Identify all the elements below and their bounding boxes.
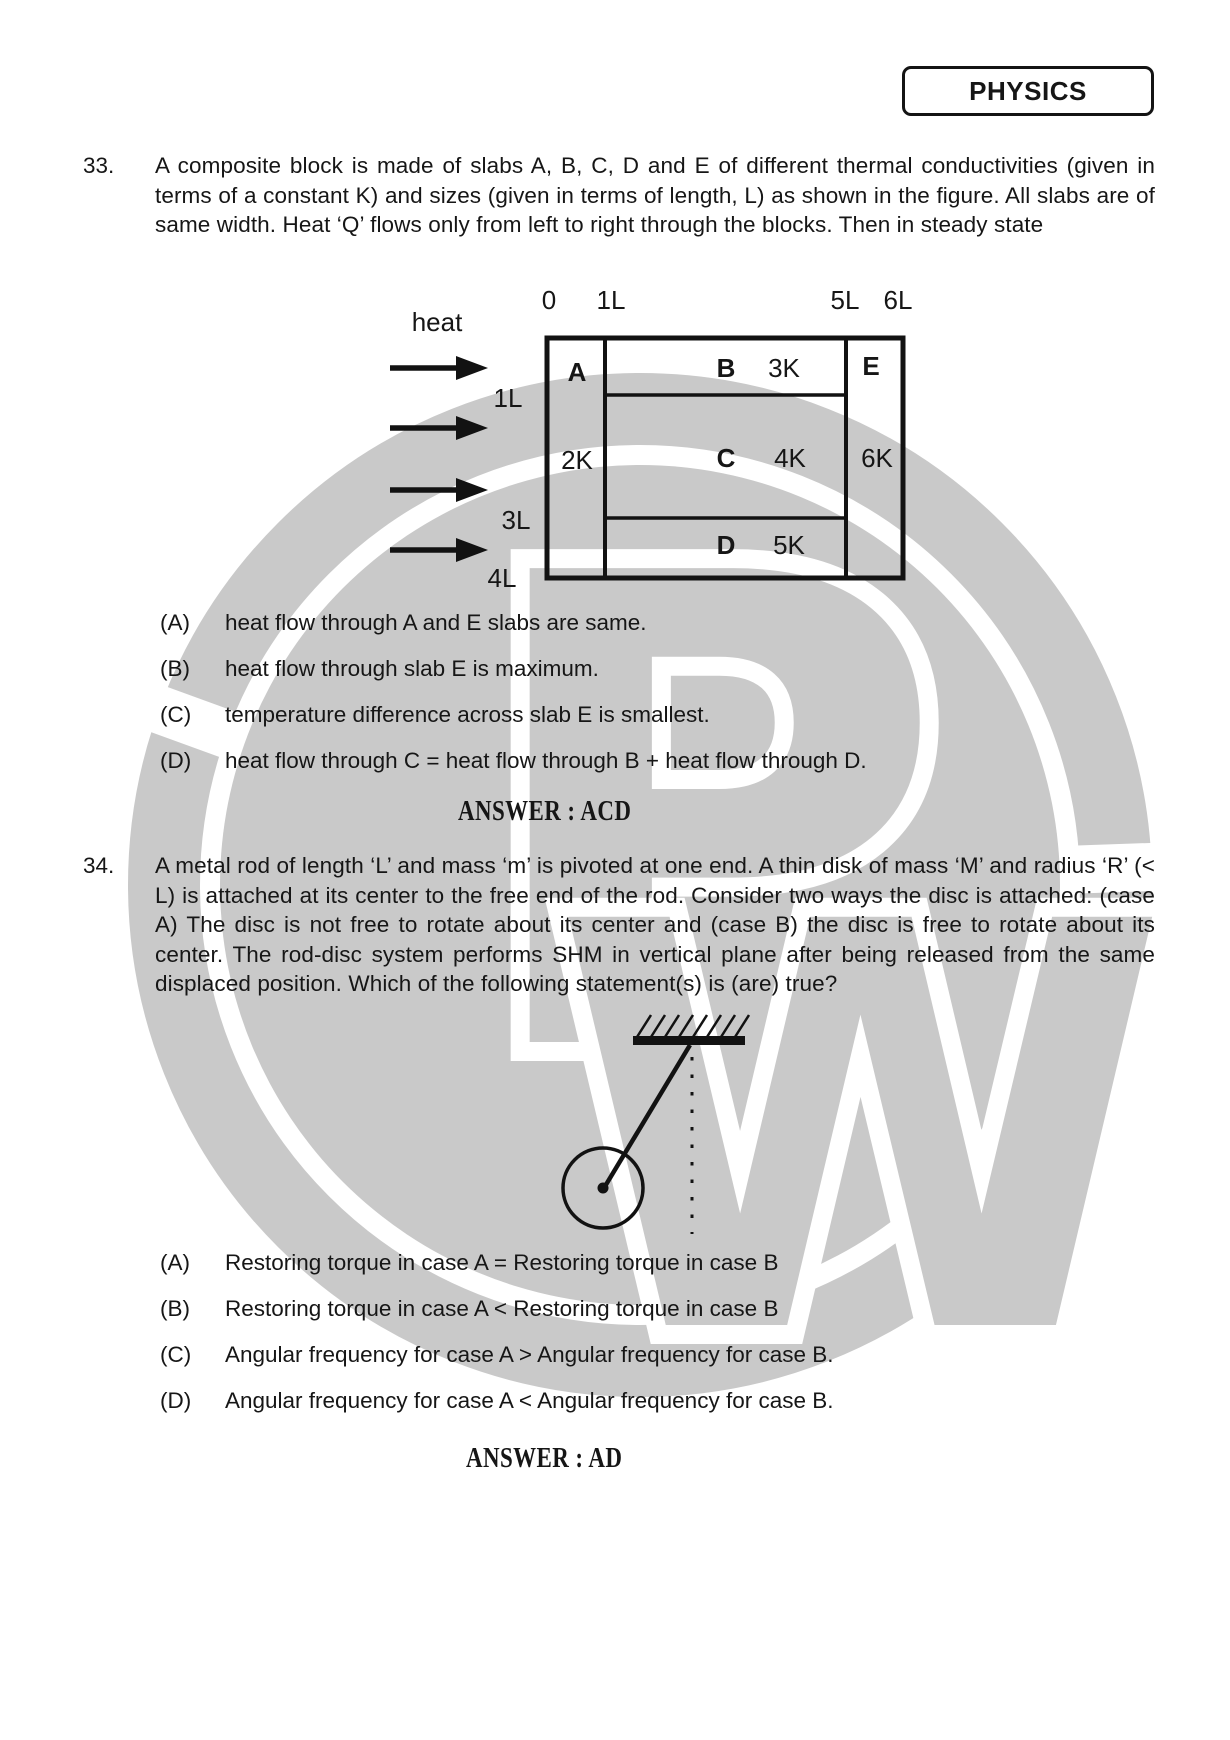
option-text: heat flow through slab E is maximum.	[225, 656, 599, 681]
subject-title: PHYSICS	[969, 75, 1087, 106]
slab-d-conductivity: 5K	[773, 530, 805, 560]
q34-option-a: (A) Restoring torque in case A = Restorin…	[160, 1248, 778, 1278]
disc-center-dot	[597, 1182, 609, 1194]
slab-e-label: E	[862, 351, 880, 381]
q34-option-d: (D) Angular frequency for case A < Angula…	[160, 1386, 834, 1416]
q34-option-b: (B) Restoring torque in case A < Restorin…	[160, 1294, 778, 1324]
rod-disc-figure	[561, 1014, 751, 1234]
q33-text: A composite block is made of slabs A, B,…	[155, 153, 1155, 237]
option-label: (D)	[160, 1388, 192, 1413]
option-text: Restoring torque in case A = Restoring t…	[225, 1250, 779, 1275]
axis-label-5l: 5L	[830, 285, 860, 315]
slab-c-label: C	[716, 443, 736, 473]
subject-header-box: PHYSICS	[902, 66, 1154, 116]
option-label: (A)	[160, 1250, 190, 1275]
q33-option-a: (A) heat flow through A and E slabs are s…	[160, 608, 647, 638]
slab-c-conductivity: 4K	[774, 443, 806, 473]
axis-label-left-4l: 4L	[487, 563, 517, 593]
option-label: (C)	[160, 702, 192, 727]
axis-label-1l: 1L	[596, 285, 626, 315]
slab-a-label: A	[567, 357, 587, 387]
slab-d-label: D	[716, 530, 736, 560]
slab-b-label: B	[716, 353, 736, 383]
q34-option-c: (C) Angular frequency for case A > Angula…	[160, 1340, 834, 1370]
option-label: (B)	[160, 656, 190, 681]
q34-answer: ANSWER : AD	[466, 1443, 623, 1474]
rod	[602, 1043, 692, 1190]
composite-block-figure	[390, 335, 906, 581]
ceiling-hatch-icon	[635, 1014, 751, 1038]
option-label: (B)	[160, 1296, 190, 1321]
option-text: Angular frequency for case A < Angular f…	[225, 1388, 834, 1413]
q33-answer: ANSWER : ACD	[458, 796, 632, 827]
option-text: Angular frequency for case A > Angular f…	[225, 1342, 834, 1367]
slab-a-conductivity: 2K	[561, 445, 593, 475]
disc	[561, 1146, 645, 1230]
ceiling-bar	[633, 1036, 745, 1045]
slab-b-conductivity: 3K	[768, 353, 800, 383]
axis-label-0: 0	[541, 285, 557, 315]
slab-e-conductivity: 6K	[861, 443, 893, 473]
option-label: (A)	[160, 610, 190, 635]
axis-label-left-3l: 3L	[501, 505, 531, 535]
option-label: (D)	[160, 748, 192, 773]
q33-option-b: (B) heat flow through slab E is maximum.	[160, 654, 599, 684]
option-text: temperature difference across slab E is …	[225, 702, 710, 727]
q34-text: A metal rod of length ‘L’ and mass ‘m’ i…	[155, 853, 1155, 996]
q33-number: 33.	[83, 153, 115, 178]
q33-option-c: (C) temperature difference across slab E …	[160, 700, 710, 730]
axis-label-left-1l: 1L	[493, 383, 523, 413]
heat-label: heat	[411, 307, 463, 337]
axis-label-6l: 6L	[883, 285, 913, 315]
option-text: heat flow through C = heat flow through …	[225, 748, 867, 773]
option-text: heat flow through A and E slabs are same…	[225, 610, 647, 635]
heat-arrow-icons	[390, 356, 488, 562]
option-label: (C)	[160, 1342, 192, 1367]
option-text: Restoring torque in case A < Restoring t…	[225, 1296, 779, 1321]
q34-number: 34.	[83, 853, 115, 878]
q33-option-d: (D) heat flow through C = heat flow throu…	[160, 746, 867, 776]
